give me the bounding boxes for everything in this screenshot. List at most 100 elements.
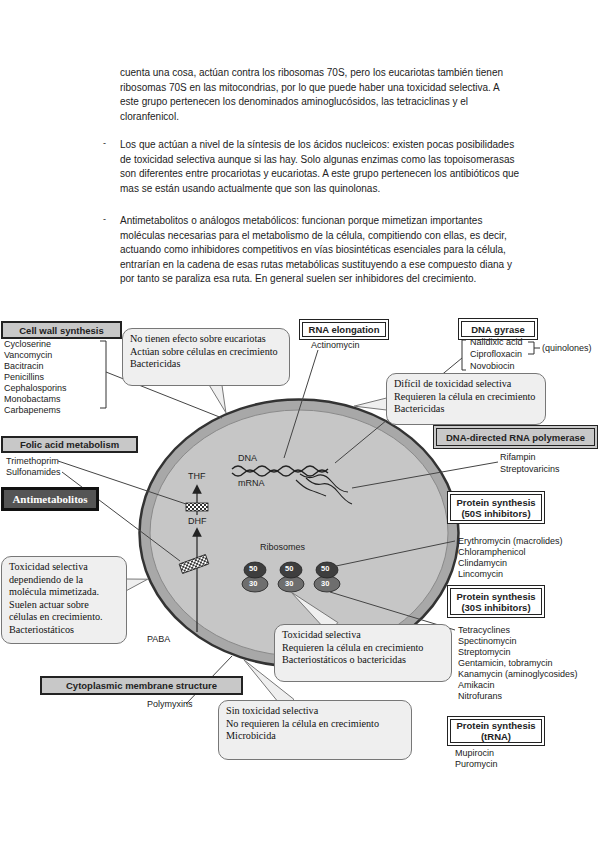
part-label: THF — [188, 471, 206, 481]
callout-text: Microbicida — [226, 730, 404, 743]
drug-label: Nalidixic acid — [470, 337, 523, 348]
drug-label: Spectinomycin — [458, 636, 517, 647]
header-box: Protein synthesis (tRNA) — [447, 716, 545, 746]
subunit-30 — [314, 576, 340, 592]
callout-text: Suelen actuar sobre células en crecimien… — [9, 599, 119, 624]
drug-label: Puromycin — [455, 759, 498, 770]
header-box: DNA-directed RNA polymerase — [433, 425, 598, 449]
header-box: Protein synthesis (30S inhibitors) — [447, 585, 545, 618]
drug-label: Monobactams — [4, 394, 61, 405]
ribosome: 50 30 — [314, 562, 340, 592]
drug-label: PABA — [147, 634, 170, 645]
drug-label: Rifampin — [500, 452, 536, 463]
body-text: Antimetabolitos o análogos metabólicos: … — [120, 214, 520, 287]
part-label: DNA — [238, 453, 257, 463]
drug-label: Tetracyclines — [458, 625, 510, 636]
header-box: Folic acid metabolism — [1, 436, 138, 453]
body-text: cuenta una cosa, actúan contra los ribos… — [120, 66, 520, 124]
header-text: DNA gyrase — [471, 324, 525, 335]
drug-label: Lincomycin — [458, 569, 503, 580]
drug-label: Chloramphenicol — [458, 547, 526, 558]
drug-label: Mupirocin — [455, 748, 494, 759]
callout-text: Requieren la célula en crecimiento — [394, 391, 538, 404]
callout-text: No requieren la célula en crecimiento — [226, 718, 404, 731]
drug-label: Polymyxins — [147, 699, 193, 710]
header-box: RNA elongation — [299, 319, 389, 340]
callout-text: Toxicidad selectiva dependiendo de la mo… — [9, 561, 119, 599]
header-text: Protein synthesis (30S inhibitors) — [454, 591, 538, 613]
drug-label: Kanamycin (aminoglycosides) — [458, 669, 578, 680]
callout-text: Toxicidad selectiva — [282, 629, 444, 642]
callout-box: Toxicidad selectiva dependiendo de la mo… — [1, 556, 127, 644]
subunit-50 — [244, 562, 266, 578]
part-label: 50 — [321, 564, 329, 573]
drug-label: Amikacin — [458, 680, 495, 691]
header-text: Cell wall synthesis — [19, 325, 103, 336]
callout-text: Requieren la célula en crecimiento — [282, 642, 444, 655]
part-label: DHF — [188, 516, 207, 526]
header-text: Protein synthesis (tRNA) — [454, 720, 538, 742]
part-label: Ribosomes — [260, 542, 305, 552]
drug-label: - — [103, 138, 106, 149]
header-box: Antimetabolitos — [1, 487, 99, 511]
drug-label: - — [103, 214, 106, 225]
bracket — [462, 340, 466, 370]
callout-text: Bacteriostáticos o bactericidas — [282, 654, 444, 667]
drug-label: Actinomycin — [311, 340, 360, 351]
header-text: Protein synthesis (50S inhibitors) — [454, 497, 538, 519]
header-box: DNA gyrase — [458, 318, 538, 340]
callout-box: Toxicidad selectivaRequieren la célula e… — [274, 624, 452, 682]
callout-box: No tienen efecto sobre eucariotasActúan … — [122, 328, 290, 386]
drug-label: Ciprofloxacin — [470, 349, 522, 360]
bracket — [528, 342, 540, 354]
drug-label: Streptomycin — [458, 647, 511, 658]
subunit-50 — [280, 562, 302, 578]
drug-label: Carbapenems — [4, 405, 61, 416]
drug-label: Vancomycin — [4, 350, 52, 361]
ribosome: 50 30 — [278, 562, 304, 592]
subunit-30 — [242, 576, 268, 592]
body-text: Los que actúan a nivel de la síntesis de… — [120, 138, 520, 196]
callout-text: Bactericidas — [394, 403, 538, 416]
part-label: mRNA — [238, 478, 265, 488]
callout-text: No tienen efecto sobre eucariotas — [130, 333, 282, 346]
drug-label: Bacitracin — [4, 361, 44, 372]
drug-label: Cephalosporins — [4, 383, 67, 394]
part-label: 50 — [249, 564, 257, 573]
drug-label: Cycloserine — [4, 339, 51, 350]
bracket — [100, 341, 106, 408]
header-box: Cell wall synthesis — [1, 321, 122, 339]
callout-text: Actúan sobre células en crecimiento — [130, 346, 282, 359]
callout-text: Sin toxicidad selectiva — [226, 705, 404, 718]
cytoplasm — [150, 410, 448, 656]
header-text: RNA elongation — [309, 324, 380, 335]
drug-label: Erythromycin (macrolides) — [458, 536, 563, 547]
subunit-30 — [278, 576, 304, 592]
header-text: Antimetabolitos — [12, 494, 87, 505]
part-label: 30 — [249, 579, 257, 588]
header-box: Cytoplasmic membrane structure — [40, 676, 243, 695]
part-label: 30 — [285, 579, 293, 588]
subunit-50 — [316, 562, 338, 578]
drug-label: Nitrofurans — [458, 691, 502, 702]
ribosome: 50 30 — [242, 562, 268, 592]
callout-text: Bactericidas — [130, 358, 282, 371]
drug-label: (quinolones) — [542, 343, 592, 354]
drug-label: Penicillins — [4, 372, 44, 383]
callout-text: Bacteriostáticos — [9, 624, 119, 637]
drug-label: Streptovaricins — [500, 464, 560, 475]
drug-label: Sulfonamides — [6, 467, 61, 478]
callout-box: Sin toxicidad selectivaNo requieren la c… — [218, 700, 412, 760]
drug-label: Clindamycin — [458, 558, 507, 569]
part-label: 30 — [321, 579, 329, 588]
header-text: DNA-directed RNA polymerase — [446, 432, 585, 443]
header-text: Folic acid metabolism — [20, 439, 119, 450]
header-box: Protein synthesis (50S inhibitors) — [447, 491, 545, 524]
drug-label: Novobiocin — [470, 361, 515, 372]
callout-box: Difícil de toxicidad selectivaRequieren … — [386, 373, 546, 425]
header-text: Cytoplasmic membrane structure — [66, 680, 217, 691]
part-label: 50 — [285, 564, 293, 573]
drug-label: Trimethoprim — [6, 456, 59, 467]
drug-label: Gentamicin, tobramycin — [458, 658, 553, 669]
